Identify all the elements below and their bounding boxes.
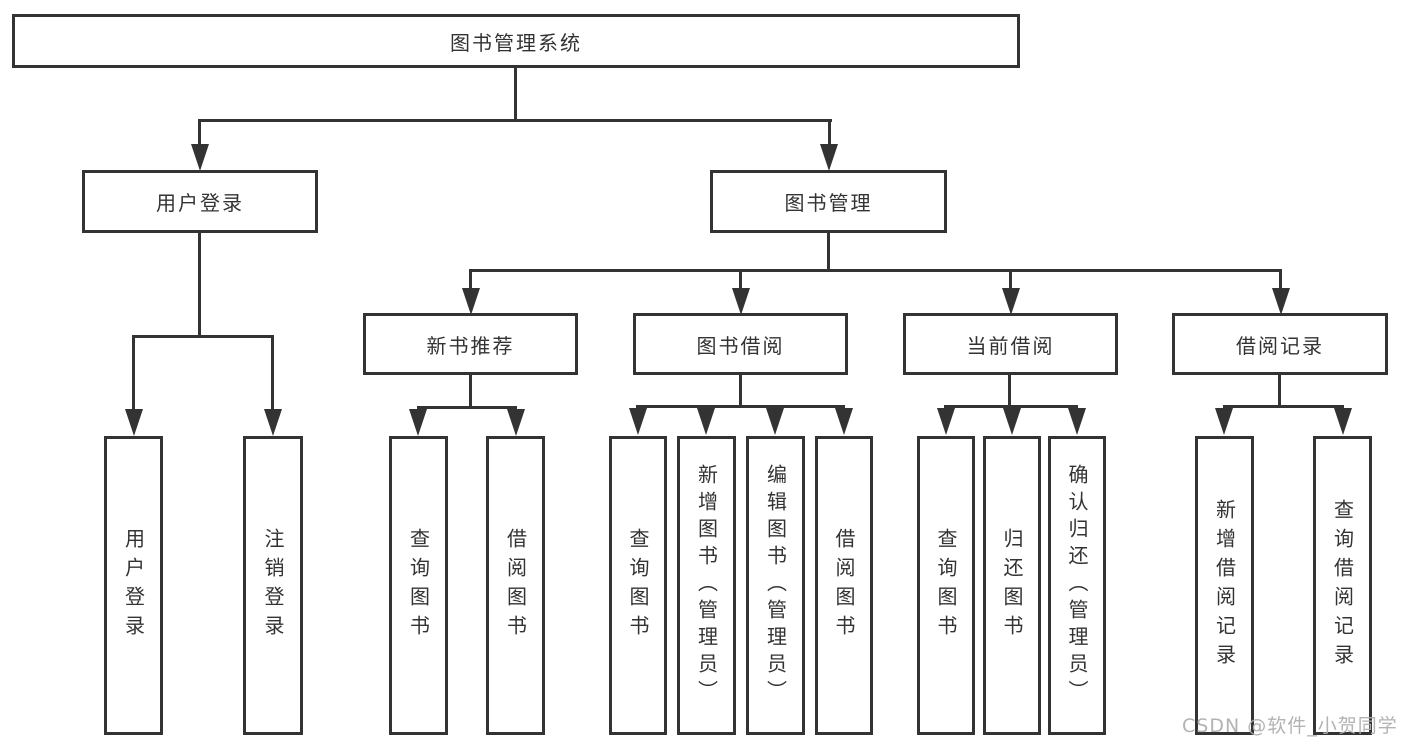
connector-line bbox=[198, 232, 201, 337]
arrowhead-icon bbox=[125, 409, 143, 436]
node-current-borrowing: 当前借阅 bbox=[903, 313, 1118, 375]
leaf-query-books-borrowing: 查询图书 bbox=[609, 436, 667, 735]
leaf-confirm-return-admin: 确认归还（管理员） bbox=[1048, 436, 1106, 735]
arrowhead-icon bbox=[937, 408, 955, 435]
connector-line bbox=[1009, 269, 1012, 290]
connector-line bbox=[828, 119, 831, 146]
leaf-user-login: 用户登录 bbox=[104, 436, 163, 735]
watermark: CSDN @软件_小贺同学 bbox=[1182, 715, 1398, 737]
leaf-edit-books-admin: 编辑图书（管理员） bbox=[746, 436, 805, 735]
connector-line bbox=[132, 335, 274, 338]
connector-line bbox=[1279, 269, 1282, 290]
arrowhead-icon bbox=[835, 408, 853, 435]
arrowhead-icon bbox=[1334, 408, 1352, 435]
connector-line bbox=[944, 405, 1078, 408]
arrowhead-icon bbox=[264, 409, 282, 436]
arrowhead-icon bbox=[1003, 408, 1021, 435]
connector-line bbox=[1223, 405, 1344, 408]
connector-line bbox=[132, 335, 135, 411]
leaf-query-borrow-record: 查询借阅记录 bbox=[1313, 436, 1372, 735]
arrowhead-icon bbox=[732, 288, 750, 315]
connector-line bbox=[271, 335, 274, 411]
node-book-borrowing: 图书借阅 bbox=[633, 313, 848, 375]
leaf-add-books-admin: 新增图书（管理员） bbox=[677, 436, 736, 735]
connector-line bbox=[514, 66, 517, 122]
arrowhead-icon bbox=[1002, 288, 1020, 315]
connector-line bbox=[636, 405, 845, 408]
connector-line bbox=[469, 269, 472, 290]
node-borrowing-records: 借阅记录 bbox=[1172, 313, 1388, 375]
leaf-add-borrow-record: 新增借阅记录 bbox=[1195, 436, 1254, 735]
arrowhead-icon bbox=[507, 409, 525, 436]
leaf-query-books-newbook: 查询图书 bbox=[389, 436, 448, 735]
arrowhead-icon bbox=[629, 408, 647, 435]
leaf-logout-login: 注销登录 bbox=[243, 436, 303, 735]
leaf-borrow-books-borrowing: 借阅图书 bbox=[815, 436, 873, 735]
arrowhead-icon bbox=[409, 409, 427, 436]
connector-line bbox=[198, 119, 832, 122]
arrowhead-icon bbox=[1215, 408, 1233, 435]
arrowhead-icon bbox=[191, 144, 209, 171]
arrowhead-icon bbox=[766, 408, 784, 435]
connector-line bbox=[739, 374, 742, 408]
leaf-query-books-current: 查询图书 bbox=[917, 436, 975, 735]
arrowhead-icon bbox=[1068, 408, 1086, 435]
leaf-return-books: 归还图书 bbox=[983, 436, 1041, 735]
connector-line bbox=[1008, 374, 1011, 408]
arrowhead-icon bbox=[1272, 288, 1290, 315]
arrowhead-icon bbox=[462, 288, 480, 315]
node-library-system: 图书管理系统 bbox=[12, 14, 1020, 68]
arrowhead-icon bbox=[697, 408, 715, 435]
connector-line bbox=[417, 406, 517, 409]
connector-line bbox=[827, 232, 830, 272]
connector-line bbox=[469, 374, 472, 409]
node-user-login: 用户登录 bbox=[82, 170, 318, 233]
connector-line bbox=[1278, 374, 1281, 408]
connector-line bbox=[469, 269, 1282, 272]
leaf-borrow-books-newbook: 借阅图书 bbox=[486, 436, 545, 735]
arrowhead-icon bbox=[820, 144, 838, 171]
node-book-management: 图书管理 bbox=[710, 170, 947, 233]
connector-line bbox=[198, 119, 201, 146]
node-new-book-recommendation: 新书推荐 bbox=[363, 313, 578, 375]
connector-line bbox=[739, 269, 742, 290]
